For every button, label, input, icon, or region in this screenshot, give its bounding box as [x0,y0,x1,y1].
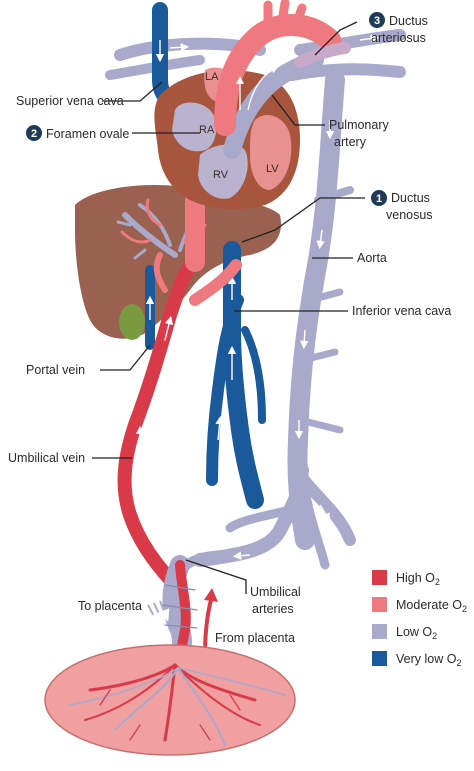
label-umbilical-arteries-line2: arteries [252,602,294,616]
legend-swatch [372,624,387,639]
legend-item: Very low O2 [372,651,461,668]
legend-swatch [372,570,387,585]
legend-label: Low O2 [396,625,437,641]
badge-ductus-venosus: 1 [371,190,387,206]
svg-text:3: 3 [374,15,380,27]
label-inferior-vena-cava: Inferior vena cava [352,304,451,318]
label-foramen-ovale: Foramen ovale [46,127,129,141]
label-ductus-venosus-line1: Ductus [391,191,430,205]
gallbladder [119,304,145,340]
svg-text:1: 1 [376,193,382,205]
arch-branches [263,0,307,30]
label-superior-vena-cava: Superior vena cava [16,94,124,108]
label-umbilical-arteries-line1: Umbilical [250,585,301,599]
legend-label: Very low O2 [396,652,461,668]
label-ductus-arteriosus-line1: Ductus [389,14,428,28]
label-umbilical-vein: Umbilical vein [8,451,85,465]
from-placenta-arrow [203,595,214,656]
label-la: LA [205,71,219,83]
label-pulmonary-artery-line1: Pulmonary [329,118,389,132]
label-lv: LV [266,163,279,175]
badge-ductus-arteriosus: 3 [369,12,385,28]
legend-item: High O2 [372,570,440,587]
left-ventricle [250,115,292,190]
legend-item: Moderate O2 [372,597,467,614]
badge-foramen-ovale: 2 [26,125,42,141]
ductus-arteriosus-vessel [294,42,351,68]
legend-swatch [372,597,387,612]
leader-lines [92,21,365,594]
label-pulmonary-artery-line2: artery [334,135,367,149]
legend-swatch [372,651,387,666]
aortic-arch-vessel [214,14,341,136]
label-ra: RA [199,124,215,136]
liver [75,185,281,339]
placenta [44,644,296,756]
legend: High O2 Moderate O2 Low O2 Very low O2 [372,570,467,668]
from-placenta-arrowhead [204,588,218,602]
right-atrium [172,102,217,152]
legend-label: High O2 [396,571,440,587]
label-from-placenta: From placenta [215,631,295,645]
to-placenta-arrows [147,600,170,626]
heart-flow-arrows [236,66,279,111]
label-aorta: Aorta [357,251,387,265]
legend-label: Moderate O2 [396,598,467,614]
label-portal-vein: Portal vein [26,363,85,377]
aorta-flow-arrows [169,34,380,560]
svg-text:2: 2 [31,128,37,140]
label-to-placenta: To placenta [78,599,142,613]
label-ductus-arteriosus-line2: arteriosus [371,31,426,45]
legend-item: Low O2 [372,624,437,641]
label-rv: RV [213,169,229,181]
inferior-vena-cava-vessel [206,241,266,509]
label-ductus-venosus-line2: venosus [386,208,433,222]
